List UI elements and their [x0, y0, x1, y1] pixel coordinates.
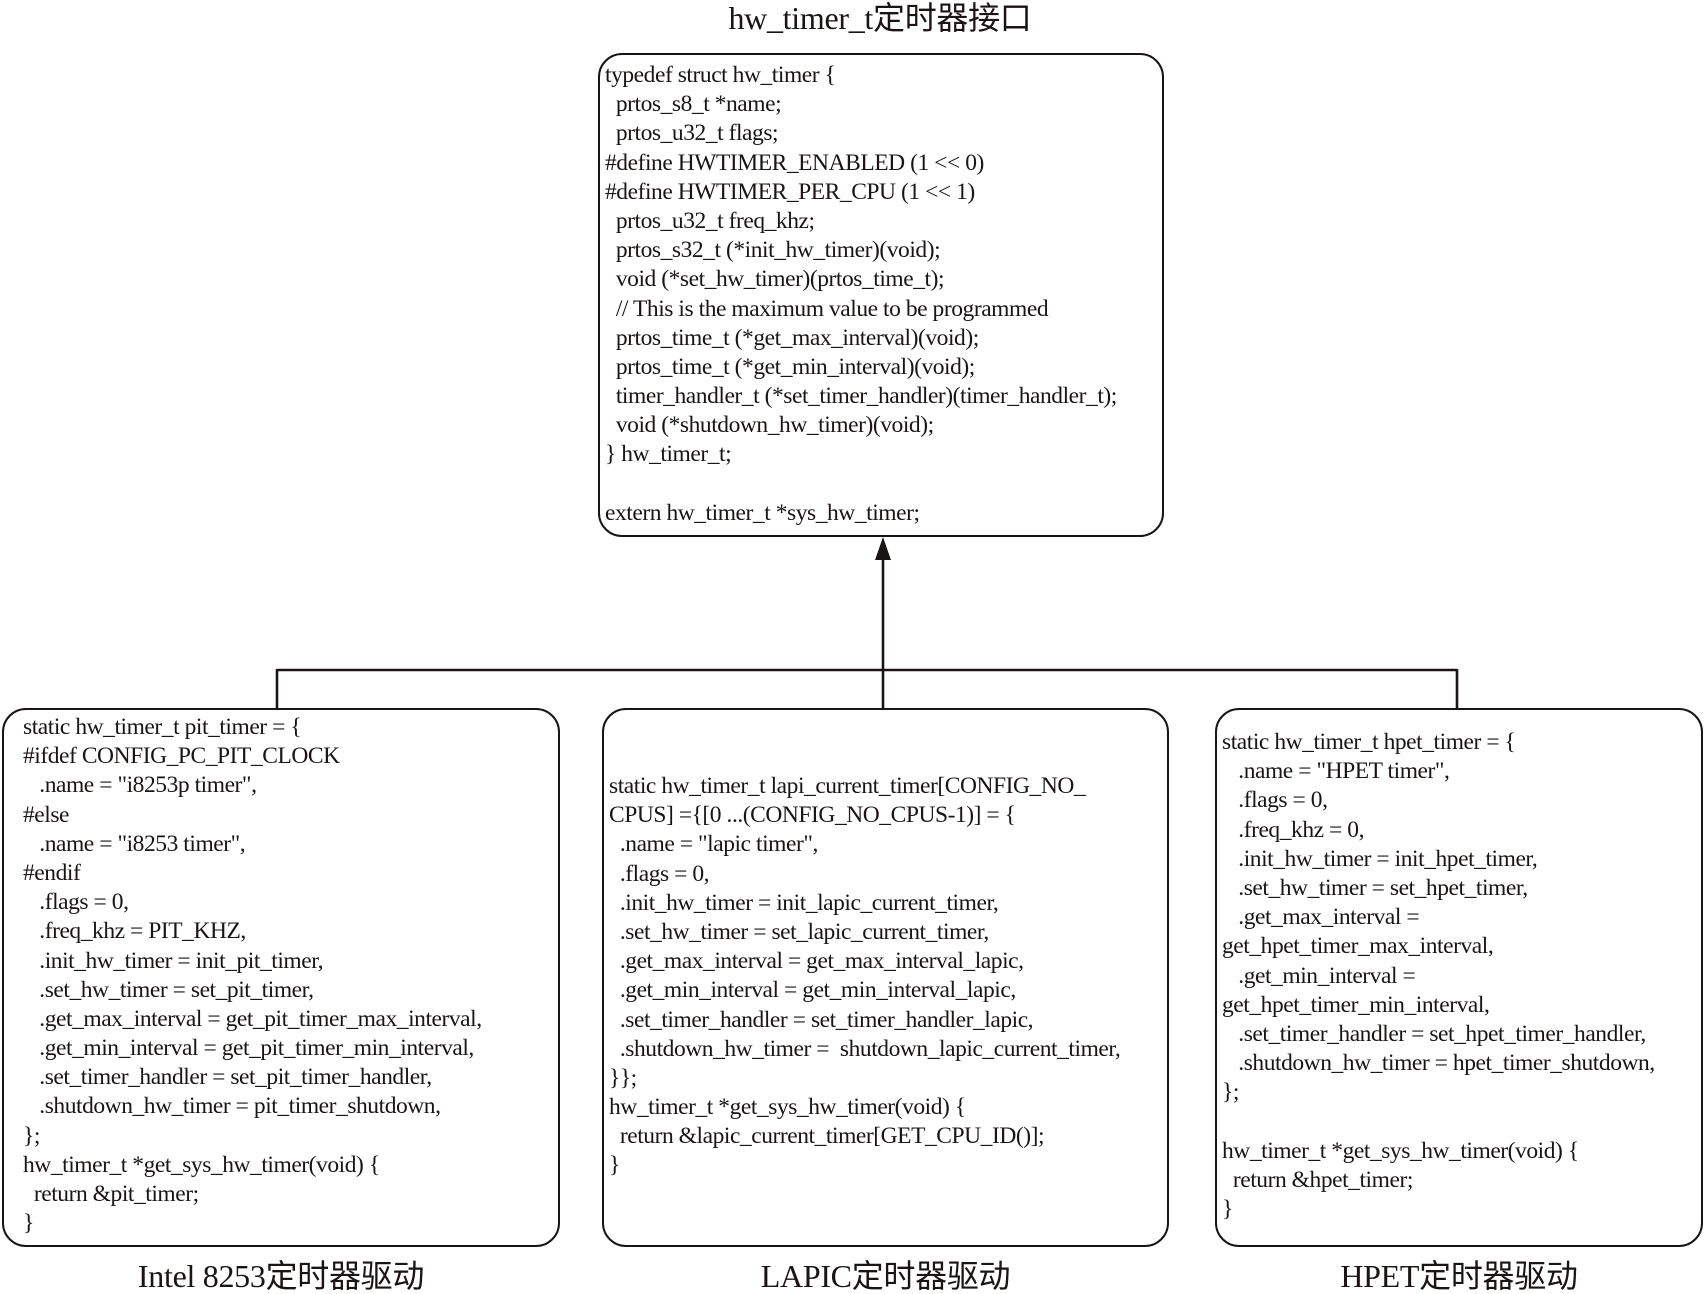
- driver-label-lapic: LAPIC定时器驱动: [760, 1258, 1011, 1294]
- code-line: #define HWTIMER_PER_CPU (1 << 1): [605, 178, 975, 205]
- code-line: .get_max_interval = get_max_interval_lap…: [609, 948, 1024, 975]
- code-line: .get_min_interval = get_min_interval_lap…: [609, 977, 1016, 1004]
- code-line: .shutdown_hw_timer = hpet_timer_shutdown…: [1222, 1050, 1655, 1077]
- driver-code-lapic: static hw_timer_t lapi_current_timer[CON…: [609, 772, 1121, 1181]
- code-line: typedef struct hw_timer {: [605, 62, 836, 88]
- code-line: .get_max_interval = get_pit_timer_max_in…: [23, 1005, 482, 1032]
- code-line: .name = "HPET timer",: [1222, 758, 1450, 785]
- code-line: prtos_time_t (*get_min_interval)(void);: [605, 353, 975, 380]
- code-line: .set_timer_handler = set_timer_handler_l…: [609, 1006, 1034, 1033]
- driver-box-intel-8253: [2, 708, 560, 1247]
- code-line: #ifdef CONFIG_PC_PIT_CLOCK: [23, 743, 340, 770]
- driver-label-intel-8253: Intel 8253定时器驱动: [137, 1258, 425, 1294]
- code-line: return &pit_timer;: [23, 1181, 199, 1207]
- code-line: .flags = 0,: [23, 889, 129, 916]
- driver-label-hpet: HPET定时器驱动: [1340, 1258, 1578, 1294]
- code-line: .flags = 0,: [609, 860, 710, 887]
- code-line: }: [1222, 1196, 1233, 1222]
- code-line: } hw_timer_t;: [605, 441, 732, 468]
- code-line: .name = "i8253 timer",: [23, 830, 246, 857]
- code-line: #endif: [23, 859, 81, 886]
- code-line: .set_hw_timer = set_lapic_current_timer,: [609, 918, 989, 945]
- code-line: .freq_khz = PIT_KHZ,: [23, 918, 246, 945]
- code-line: .get_min_interval = get_pit_timer_min_in…: [23, 1035, 474, 1062]
- driver-code-hpet: static hw_timer_t hpet_timer = { .name =…: [1222, 728, 1655, 1224]
- code-line: .init_hw_timer = init_lapic_current_time…: [609, 889, 999, 916]
- code-line: .name = "i8253p timer",: [23, 772, 257, 799]
- code-line: void (*shutdown_hw_timer)(void);: [605, 412, 934, 439]
- code-line: };: [23, 1122, 40, 1149]
- code-line: .get_max_interval =: [1222, 904, 1420, 931]
- code-line: .name = "lapic timer",: [609, 831, 819, 858]
- driver-code-intel-8253: static hw_timer_t pit_timer = { #ifdef CO…: [23, 713, 482, 1238]
- code-line: get_hpet_timer_min_interval,: [1222, 991, 1490, 1018]
- code-line: .get_min_interval =: [1222, 962, 1416, 989]
- code-line: prtos_u32_t freq_khz;: [605, 207, 815, 234]
- code-line: }: [23, 1210, 34, 1237]
- code-line: CPUS] ={[0 ...(CONFIG_NO_CPUS-1)] = {: [609, 802, 1016, 829]
- code-line: prtos_s32_t (*init_hw_timer)(void);: [605, 237, 941, 264]
- code-line: return &hpet_timer;: [1222, 1166, 1414, 1193]
- arrowhead-icon: [875, 537, 891, 560]
- code-line: }};: [609, 1064, 637, 1091]
- code-line: get_hpet_timer_max_interval,: [1222, 933, 1494, 960]
- code-line: prtos_s8_t *name;: [605, 91, 782, 118]
- code-line: .set_timer_handler = set_hpet_timer_hand…: [1222, 1020, 1646, 1047]
- interface-box: [598, 53, 1164, 537]
- code-line: return &lapic_current_timer[GET_CPU_ID()…: [609, 1123, 1045, 1150]
- code-line: #define HWTIMER_ENABLED (1 << 0): [605, 149, 984, 176]
- code-line: .flags = 0,: [1222, 787, 1328, 814]
- code-line: .set_hw_timer = set_hpet_timer,: [1222, 874, 1528, 901]
- code-line: .shutdown_hw_timer = pit_timer_shutdown,: [23, 1093, 441, 1120]
- code-line: // This is the maximum value to be progr…: [605, 295, 1049, 322]
- code-line: .freq_khz = 0,: [1222, 816, 1364, 843]
- code-line: .shutdown_hw_timer = shutdown_lapic_curr…: [609, 1035, 1121, 1062]
- code-line: [605, 470, 1117, 499]
- code-line: [1222, 1107, 1655, 1136]
- code-line: static hw_timer_t lapi_current_timer[CON…: [609, 773, 1086, 799]
- code-line: hw_timer_t *get_sys_hw_timer(void) {: [1222, 1137, 1579, 1164]
- code-line: };: [1222, 1079, 1239, 1106]
- driver-box-hpet: [1215, 708, 1703, 1247]
- code-line: timer_handler_t (*set_timer_handler)(tim…: [605, 383, 1117, 410]
- driver-box-lapic: [602, 708, 1169, 1247]
- code-line: prtos_u32_t flags;: [605, 120, 779, 147]
- code-line: prtos_time_t (*get_max_interval)(void);: [605, 324, 979, 351]
- code-line: hw_timer_t *get_sys_hw_timer(void) {: [609, 1094, 966, 1121]
- code-line: .set_hw_timer = set_pit_timer,: [23, 976, 314, 1003]
- code-line: hw_timer_t *get_sys_hw_timer(void) {: [23, 1151, 380, 1178]
- code-line: static hw_timer_t hpet_timer = {: [1222, 729, 1516, 755]
- code-line: .set_timer_handler = set_pit_timer_handl…: [23, 1064, 432, 1091]
- code-line: }: [609, 1152, 620, 1179]
- code-line: .init_hw_timer = init_hpet_timer,: [1222, 845, 1538, 872]
- code-line: #else: [23, 801, 70, 828]
- code-line: void (*set_hw_timer)(prtos_time_t);: [605, 266, 945, 293]
- code-line: static hw_timer_t pit_timer = {: [23, 714, 302, 740]
- code-line: .init_hw_timer = init_pit_timer,: [23, 947, 324, 974]
- diagram-title: hw_timer_t定时器接口: [728, 0, 1032, 36]
- code-line: extern hw_timer_t *sys_hw_timer;: [605, 499, 920, 526]
- interface-code: typedef struct hw_timer { prtos_s8_t *na…: [605, 61, 1117, 528]
